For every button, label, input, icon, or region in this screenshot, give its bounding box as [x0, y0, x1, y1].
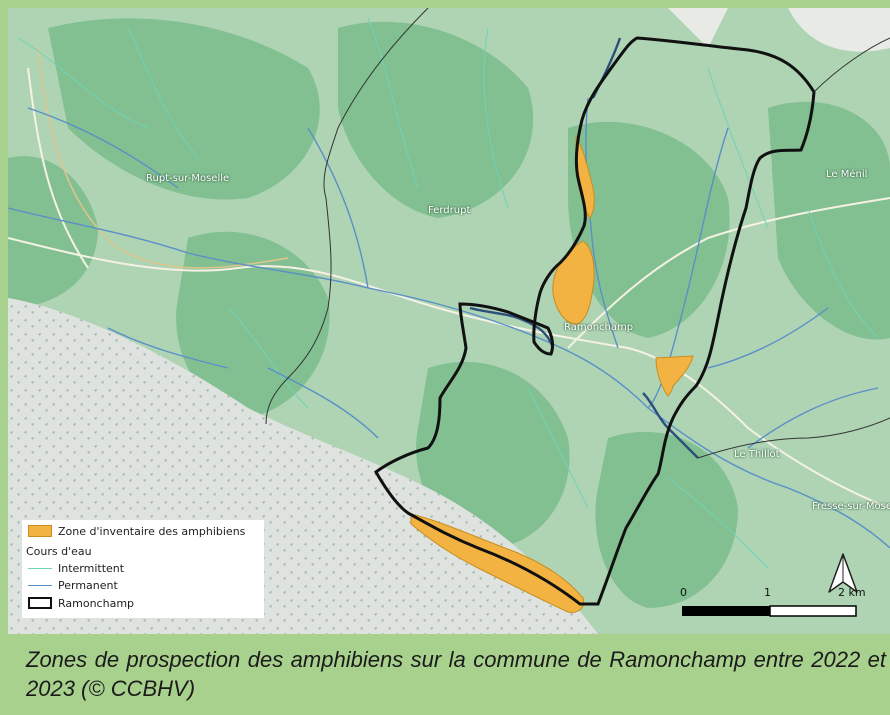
place-fresse: Fresse-sur-Mose [812, 501, 890, 512]
legend-zone-swatch [28, 525, 52, 537]
legend-permanent: Permanent [28, 578, 118, 592]
scale-bar-graphic [682, 605, 857, 617]
legend: Zone d'inventaire des amphibiens Cours d… [22, 520, 264, 618]
legend-rivers-title-text: Cours d'eau [26, 544, 92, 558]
permanent-rivers [8, 97, 890, 549]
legend-intermittent-label: Intermittent [58, 561, 125, 575]
major-road [37, 47, 289, 269]
place-rupt: Rupt-sur-Moselle [146, 173, 230, 184]
scale-label-0: 0 [680, 586, 687, 599]
legend-commune-label: Ramonchamp [58, 596, 135, 610]
scale-bar: 0 1 2 km [676, 586, 876, 626]
legend-permanent-label: Permanent [58, 578, 118, 592]
scale-label-2: 2 km [838, 586, 866, 599]
neighbour-boundaries [265, 8, 890, 459]
legend-intermittent: Intermittent [28, 561, 124, 575]
legend-zone: Zone d'inventaire des amphibiens [28, 524, 245, 538]
open-area-top [668, 8, 728, 48]
open-area-top-right [788, 8, 890, 52]
legend-commune: Ramonchamp [28, 596, 134, 610]
scale-label-1: 1 [764, 586, 771, 599]
legend-rivers-title: Cours d'eau [26, 544, 92, 558]
legend-intermittent-swatch [28, 567, 52, 569]
north-arrow-icon [826, 552, 860, 596]
intermittent-streams [17, 17, 879, 569]
figure-caption: Zones de prospection des amphibiens sur … [26, 647, 886, 701]
map-view[interactable]: Rupt-sur-Moselle Ferdrupt Ramonchamp Le … [8, 8, 890, 634]
place-ferdrupt: Ferdrupt [428, 205, 471, 216]
ramonchamp-boundary [374, 36, 816, 606]
map-canvas [8, 8, 890, 634]
legend-zone-label: Zone d'inventaire des amphibiens [58, 524, 246, 538]
place-lethillot: Le Thillot [734, 449, 780, 460]
legend-permanent-swatch [28, 584, 52, 586]
legend-commune-swatch [28, 597, 52, 609]
place-ramonchamp: Ramonchamp [564, 322, 634, 333]
place-lemenil: Le Ménil [826, 169, 868, 180]
